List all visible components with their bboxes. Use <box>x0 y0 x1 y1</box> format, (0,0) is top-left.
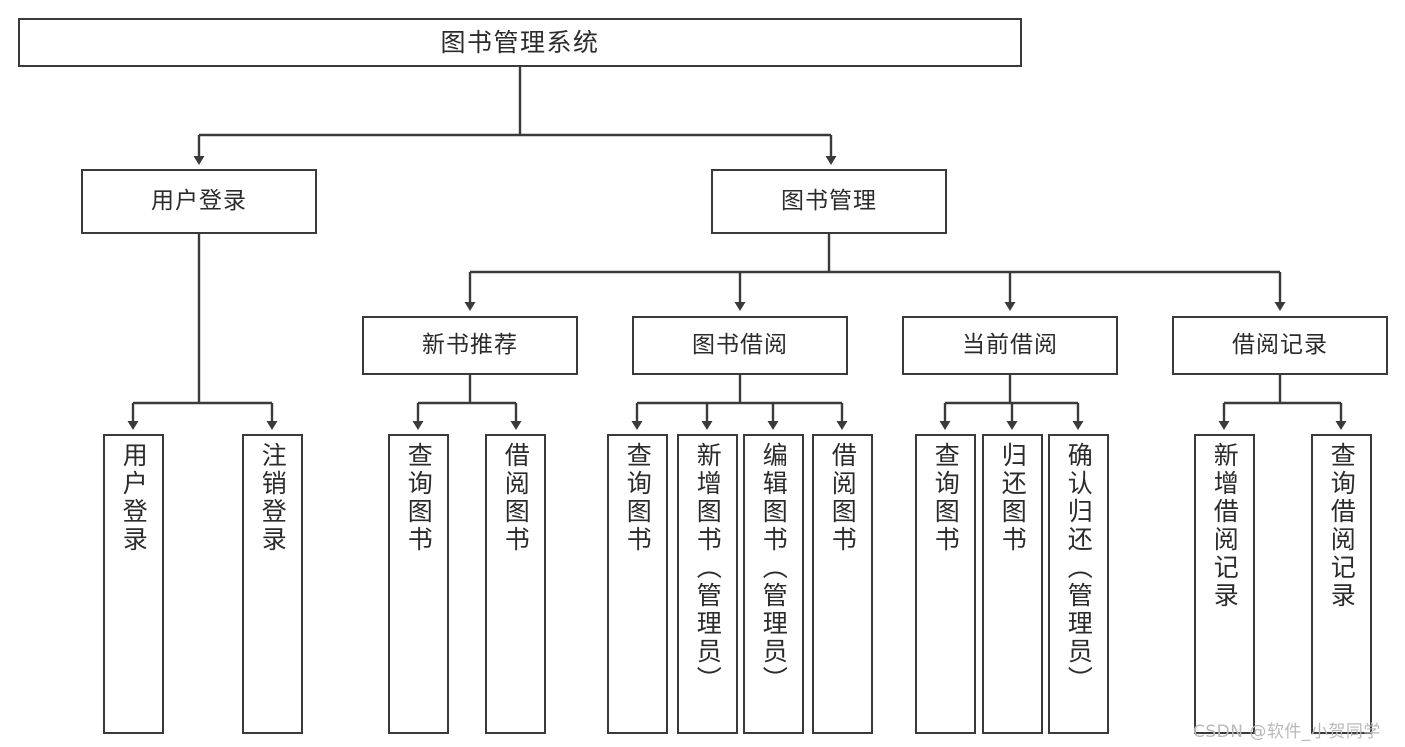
node-current-borrow[interactable]: 当前借阅 <box>902 316 1118 375</box>
node-leaf-edit-book-admin-label: 编辑图书（管理员） <box>759 442 789 694</box>
node-leaf-user-logout[interactable]: 注销登录 <box>242 434 303 734</box>
node-leaf-user-login[interactable]: 用户登录 <box>103 434 164 734</box>
node-leaf-confirm-return-admin[interactable]: 确认归还（管理员） <box>1048 434 1109 734</box>
node-leaf-borrow-book-2[interactable]: 借阅图书 <box>812 434 873 734</box>
node-leaf-query-borrow-record-label: 查询借阅记录 <box>1327 442 1357 610</box>
node-borrow-record[interactable]: 借阅记录 <box>1172 316 1388 375</box>
node-leaf-borrow-book-1[interactable]: 借阅图书 <box>485 434 546 734</box>
node-leaf-query-book-3-label: 查询图书 <box>931 442 961 554</box>
node-leaf-return-book-label: 归还图书 <box>998 442 1028 554</box>
node-leaf-query-book-2-label: 查询图书 <box>623 442 653 554</box>
node-leaf-add-borrow-record[interactable]: 新增借阅记录 <box>1194 434 1255 734</box>
node-leaf-add-book-admin-label: 新增图书（管理员） <box>693 442 723 694</box>
node-new-book-recommend[interactable]: 新书推荐 <box>362 316 578 375</box>
node-root-label: 图书管理系统 <box>440 27 600 57</box>
csdn-watermark: CSDN @软件_小贺同学 <box>1193 722 1381 742</box>
node-book-borrow[interactable]: 图书借阅 <box>632 316 848 375</box>
node-leaf-borrow-book-2-label: 借阅图书 <box>828 442 858 554</box>
node-leaf-query-borrow-record[interactable]: 查询借阅记录 <box>1311 434 1372 734</box>
node-leaf-add-borrow-record-label: 新增借阅记录 <box>1210 442 1240 610</box>
node-leaf-add-book-admin[interactable]: 新增图书（管理员） <box>677 434 738 734</box>
node-root[interactable]: 图书管理系统 <box>18 18 1022 67</box>
node-book-borrow-label: 图书借阅 <box>692 331 788 358</box>
node-leaf-borrow-book-1-label: 借阅图书 <box>501 442 531 554</box>
node-user-login[interactable]: 用户登录 <box>81 169 317 234</box>
node-leaf-return-book[interactable]: 归还图书 <box>982 434 1043 734</box>
node-leaf-confirm-return-admin-label: 确认归还（管理员） <box>1064 442 1094 694</box>
node-current-borrow-label: 当前借阅 <box>962 331 1058 358</box>
node-book-management-label: 图书管理 <box>781 187 877 214</box>
node-leaf-user-login-label: 用户登录 <box>119 442 149 554</box>
node-leaf-edit-book-admin[interactable]: 编辑图书（管理员） <box>743 434 804 734</box>
node-leaf-query-book-2[interactable]: 查询图书 <box>607 434 668 734</box>
node-user-login-label: 用户登录 <box>151 187 247 214</box>
node-leaf-query-book-1-label: 查询图书 <box>404 442 434 554</box>
node-new-book-recommend-label: 新书推荐 <box>422 331 518 358</box>
node-leaf-user-logout-label: 注销登录 <box>258 442 288 554</box>
node-borrow-record-label: 借阅记录 <box>1232 331 1328 358</box>
node-leaf-query-book-1[interactable]: 查询图书 <box>388 434 449 734</box>
node-book-management[interactable]: 图书管理 <box>711 169 947 234</box>
node-leaf-query-book-3[interactable]: 查询图书 <box>915 434 976 734</box>
